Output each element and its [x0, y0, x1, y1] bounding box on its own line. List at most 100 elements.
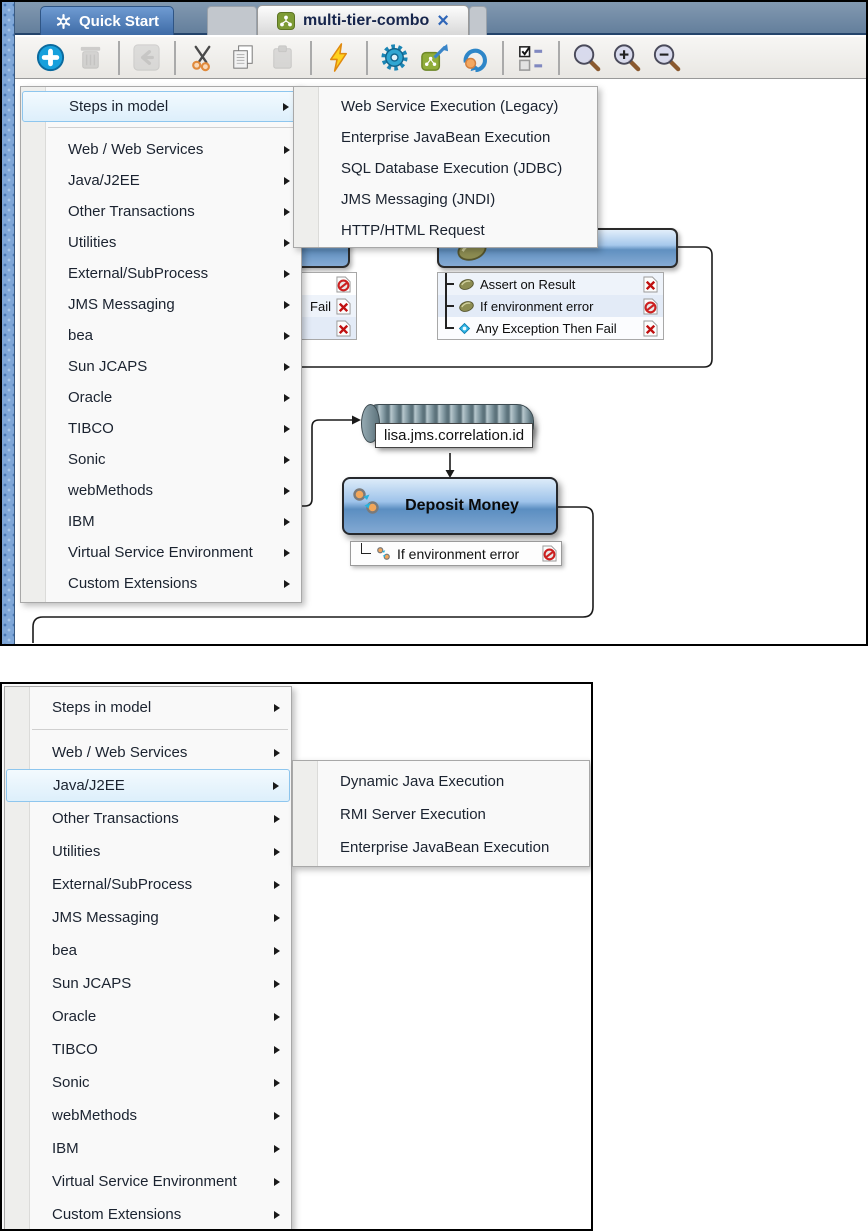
menu-separator — [5, 724, 291, 736]
submenu-arrow-icon — [274, 913, 280, 922]
menu-item-utilities[interactable]: Utilities — [22, 227, 300, 258]
run-lightning-button[interactable] — [321, 40, 357, 76]
submenu-arrow-icon — [284, 393, 290, 402]
submenu-item-sql-database-execution-jdbc[interactable]: SQL Database Execution (JDBC) — [295, 153, 596, 184]
menu-item-other-transactions[interactable]: Other Transactions — [22, 196, 300, 227]
menu-item-label: Java/J2EE — [53, 777, 125, 794]
filter-bean-icon — [458, 278, 475, 291]
menu-item-ibm[interactable]: IBM — [22, 506, 300, 537]
submenu-arrow-icon — [274, 748, 280, 757]
close-tab-icon[interactable]: × — [437, 9, 449, 32]
submenu-arrow-icon — [284, 331, 290, 340]
tree-stub — [445, 327, 454, 329]
menu-item-jms-messaging[interactable]: JMS Messaging — [22, 289, 300, 320]
menu-item-sun-jcaps[interactable]: Sun JCAPS — [22, 351, 300, 382]
menu-item-web-web-services[interactable]: Web / Web Services — [22, 134, 300, 165]
assertion-label: Assert on Result — [480, 276, 576, 292]
menu-item-tibco[interactable]: TIBCO — [6, 1033, 290, 1066]
menu-item-bea[interactable]: bea — [22, 320, 300, 351]
menu-item-bea[interactable]: bea — [6, 934, 290, 967]
menu-item-webmethods[interactable]: webMethods — [6, 1099, 290, 1132]
menu-item-steps-in-model[interactable]: Steps in model — [22, 91, 300, 122]
menu-item-java-j2ee[interactable]: Java/J2EE — [22, 165, 300, 196]
menu-item-custom-extensions[interactable]: Custom Extensions — [22, 568, 300, 599]
menu-item-sun-jcaps[interactable]: Sun JCAPS — [6, 967, 290, 1000]
tree-stub — [445, 283, 454, 285]
menu-item-external-subprocess[interactable]: External/SubProcess — [22, 258, 300, 289]
tab-quick-start[interactable]: Quick Start — [40, 6, 175, 35]
submenu-arrow-icon — [274, 979, 280, 988]
menu-item-label: Other Transactions — [68, 203, 195, 220]
zoom-in-button[interactable] — [609, 40, 645, 76]
menu-item-virtual-service-environment[interactable]: Virtual Service Environment — [6, 1165, 290, 1198]
menu-item-utilities[interactable]: Utilities — [6, 835, 290, 868]
fail-x-status-icon — [336, 320, 353, 337]
submenu-item-dynamic-java-execution[interactable]: Dynamic Java Execution — [294, 765, 588, 798]
menu-item-virtual-service-environment[interactable]: Virtual Service Environment — [22, 537, 300, 568]
menu-item-steps-in-model[interactable]: Steps in model — [6, 691, 290, 724]
assertion-row[interactable]: Assert on Result — [438, 273, 663, 295]
export-model-button[interactable] — [417, 40, 453, 76]
submenu-item-jms-messaging-jndi[interactable]: JMS Messaging (JNDI) — [295, 184, 596, 215]
arrowhead-right — [352, 415, 361, 425]
add-button[interactable] — [33, 40, 69, 76]
zoom-out-button[interactable] — [649, 40, 685, 76]
menu-item-java-j2ee[interactable]: Java/J2EE — [6, 769, 290, 802]
menu-item-custom-extensions[interactable]: Custom Extensions — [6, 1198, 290, 1229]
menu-item-label: Utilities — [68, 234, 117, 251]
assertion-label: Fail — [310, 298, 331, 314]
menu-separator — [21, 122, 301, 134]
copy-button[interactable] — [225, 40, 261, 76]
menu-item-label: Sonic — [52, 1074, 90, 1091]
submenu-item-enterprise-javabean-execution[interactable]: Enterprise JavaBean Execution — [295, 122, 596, 153]
tab-multi-tier-combo[interactable]: multi-tier-combo × — [257, 5, 469, 35]
submenu-arrow-icon — [274, 1012, 280, 1021]
messaging-step-icon — [351, 486, 381, 521]
menu-item-other-transactions[interactable]: Other Transactions — [6, 802, 290, 835]
menu-item-oracle[interactable]: Oracle — [22, 382, 300, 413]
assertion-row[interactable] — [111, 273, 356, 295]
submenu-arrow-icon — [274, 946, 280, 955]
menu-item-web-web-services[interactable]: Web / Web Services — [6, 736, 290, 769]
assertion-label: If environment error — [480, 298, 594, 314]
toggle-checkboxes-button[interactable] — [513, 40, 549, 76]
menu-item-sonic[interactable]: Sonic — [22, 444, 300, 475]
back-button[interactable] — [129, 40, 165, 76]
submenu-arrow-icon — [283, 102, 289, 111]
menu-item-tibco[interactable]: TIBCO — [22, 413, 300, 444]
menu-item-oracle[interactable]: Oracle — [6, 1000, 290, 1033]
assertion-row[interactable]: Any Exception Then Fail — [438, 317, 663, 339]
menu-item-external-subprocess[interactable]: External/SubProcess — [6, 868, 290, 901]
node-title: Deposit Money — [405, 497, 519, 514]
toolbar-separator — [310, 40, 312, 75]
menu-item-label: bea — [68, 327, 94, 344]
menu-item-label: webMethods — [52, 1107, 138, 1124]
dock-grip-strip — [2, 2, 15, 644]
tab-label: multi-tier-combo — [303, 11, 430, 29]
submenu-item-label: JMS Messaging (JNDI) — [341, 191, 496, 208]
tab-label: Quick Start — [79, 12, 160, 30]
deposit-assertion-row[interactable]: If environment error — [350, 541, 562, 566]
revert-button[interactable] — [457, 40, 493, 76]
inactive-tab-stub — [469, 6, 487, 35]
submenu-item-http-html-request[interactable]: HTTP/HTML Request — [295, 215, 596, 246]
paste-button[interactable] — [265, 40, 301, 76]
menu-item-sonic[interactable]: Sonic — [6, 1066, 290, 1099]
zoom-button[interactable] — [569, 40, 605, 76]
cut-button[interactable] — [185, 40, 221, 76]
delete-button[interactable] — [73, 40, 109, 76]
arrowhead-down — [445, 470, 455, 478]
menu-item-ibm[interactable]: IBM — [6, 1132, 290, 1165]
assertion-row[interactable]: If environment error — [438, 295, 663, 317]
submenu-item-enterprise-javabean-execution[interactable]: Enterprise JavaBean Execution — [294, 831, 588, 864]
submenu-item-rmi-server-execution[interactable]: RMI Server Execution — [294, 798, 588, 831]
deposit-money-node[interactable]: Deposit Money — [342, 477, 558, 535]
submenu-item-web-service-execution-legacy[interactable]: Web Service Execution (Legacy) — [295, 91, 596, 122]
connector-lines — [32, 246, 713, 643]
settings-gear-button[interactable] — [377, 40, 413, 76]
menu-item-jms-messaging[interactable]: JMS Messaging — [6, 901, 290, 934]
menu-item-webmethods[interactable]: webMethods — [22, 475, 300, 506]
submenu-arrow-icon — [284, 300, 290, 309]
model-canvas[interactable]: Fail Assert on Result If environment erro… — [15, 79, 866, 644]
